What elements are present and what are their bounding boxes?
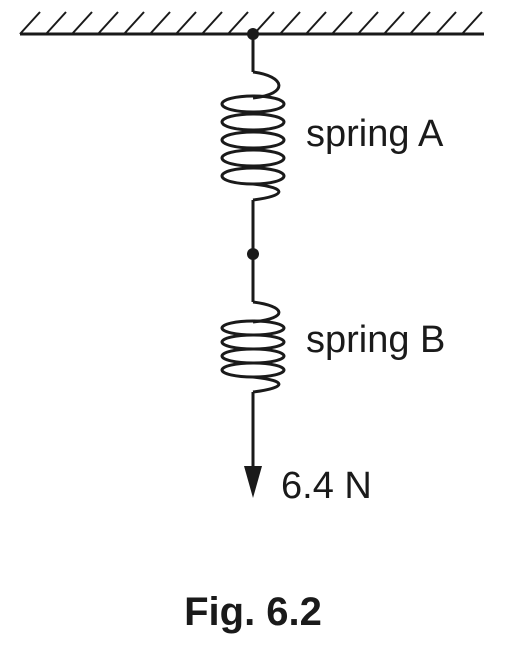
force-label: 6.4 N bbox=[281, 465, 372, 507]
spring-a bbox=[220, 34, 286, 254]
ceiling-support bbox=[19, 11, 484, 36]
spring-b-label: spring B bbox=[306, 319, 445, 361]
ceiling-hatching bbox=[19, 11, 483, 35]
force-arrow-head bbox=[244, 466, 262, 498]
spring-a-label: spring A bbox=[306, 113, 444, 155]
spring-b bbox=[220, 254, 286, 470]
figure-caption: Fig. 6.2 bbox=[184, 590, 322, 634]
